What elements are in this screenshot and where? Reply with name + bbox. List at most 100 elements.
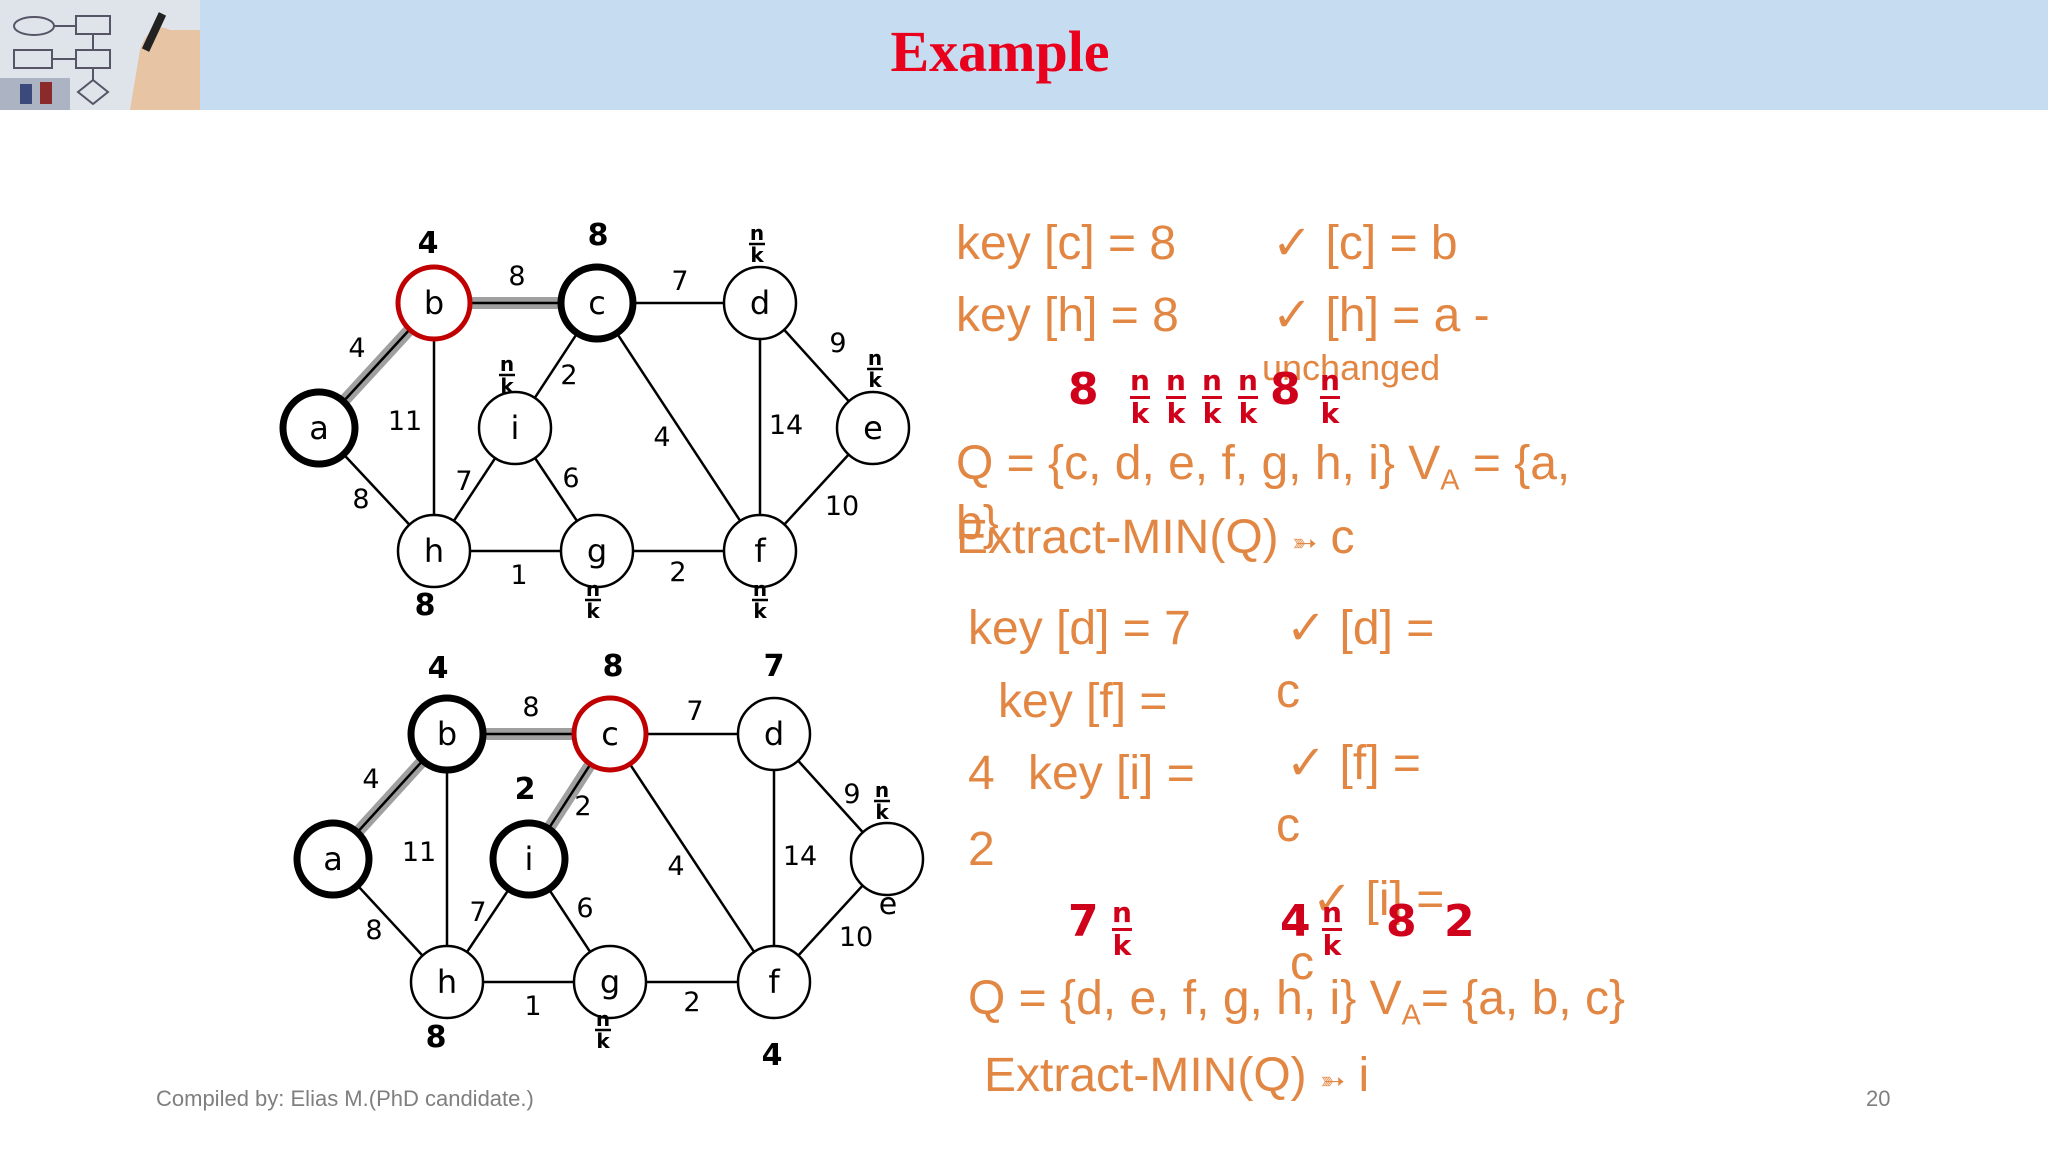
edge-weight-g-f: 2 bbox=[683, 987, 700, 1018]
arrow-icon: ➳ bbox=[1319, 1064, 1346, 1099]
edge-weight-c-i: 2 bbox=[574, 791, 591, 822]
svg-text:n: n bbox=[868, 346, 882, 370]
node-label-h: h bbox=[437, 963, 457, 1001]
step2-key-row-item-5: 2 bbox=[1444, 896, 1475, 947]
node-label-g: g bbox=[587, 532, 607, 570]
edge-weight-b-c: 8 bbox=[522, 692, 539, 723]
edge-weight-e-f: 10 bbox=[825, 491, 859, 522]
node-label-b: b bbox=[424, 284, 444, 322]
node-key-d: nk bbox=[749, 221, 765, 267]
node-label-a: a bbox=[309, 409, 329, 447]
node-key-f: 4 bbox=[762, 1038, 783, 1073]
edge-weight-c-d: 7 bbox=[686, 696, 703, 727]
step1-queue: Q = {c, d, e, f, g, h, i} VA = {a, bbox=[956, 440, 1570, 495]
step2-queue-rest: = {a, b, c} bbox=[1420, 972, 1625, 1025]
step1-key-row-item-0: 8 bbox=[1068, 364, 1099, 415]
node-label-f: f bbox=[768, 963, 780, 1001]
svg-text:n: n bbox=[875, 778, 889, 802]
header-thumbnail-image bbox=[0, 0, 200, 110]
node-g bbox=[559, 513, 635, 589]
step2-key-i-value: 2 bbox=[968, 823, 995, 876]
node-key-c: 8 bbox=[603, 649, 624, 684]
node-e bbox=[849, 821, 925, 897]
step1-queue-sub: A bbox=[1440, 464, 1460, 497]
edge-weight-d-f: 14 bbox=[783, 841, 817, 872]
node-key-e: nk bbox=[874, 778, 890, 824]
node-f bbox=[736, 944, 812, 1020]
step1-key-c: key [c] = 8 bbox=[956, 217, 1177, 270]
node-label-d: d bbox=[750, 284, 770, 322]
edge-weight-h-g: 1 bbox=[510, 560, 527, 591]
edge-c-f bbox=[595, 302, 762, 552]
footer-author: Compiled by: Elias M.(PhD candidate.) bbox=[156, 1086, 534, 1111]
node-key-g: nk bbox=[585, 577, 601, 623]
step2-pi-f: ✓ [f] = bbox=[1286, 737, 1421, 790]
step2-key-row-item-2: 4 bbox=[1280, 896, 1311, 947]
edge-weight-a-b: 4 bbox=[348, 333, 365, 364]
node-key-i: 2 bbox=[515, 772, 536, 807]
step2-queue-text: Q = {d, e, f, g, h, i} V bbox=[968, 972, 1402, 1025]
node-i bbox=[477, 390, 553, 466]
node-label-c: c bbox=[601, 715, 619, 753]
edge-weight-c-f: 4 bbox=[653, 422, 670, 453]
edge-weight-i-h: 7 bbox=[455, 466, 472, 497]
step1-key-h: key [h] = 8 bbox=[956, 289, 1179, 342]
edge-weight-d-e: 9 bbox=[829, 328, 846, 359]
node-key-i: nk bbox=[499, 352, 515, 398]
node-label-a: a bbox=[323, 840, 343, 878]
node-label-d: d bbox=[764, 715, 784, 753]
edge-weight-b-h: 11 bbox=[388, 406, 422, 437]
step1-queue-rest: = {a, bbox=[1459, 437, 1571, 490]
page-number: 20 bbox=[1866, 1086, 1891, 1111]
node-b bbox=[395, 264, 473, 342]
node-key-e: nk bbox=[867, 346, 883, 392]
edge-weight-a-b: 4 bbox=[362, 764, 379, 795]
svg-text:k: k bbox=[500, 374, 514, 398]
node-b bbox=[407, 694, 487, 774]
svg-text:n: n bbox=[596, 1007, 610, 1031]
step2-key-f: key [f] = bbox=[998, 675, 1168, 728]
edge-weight-b-c: 8 bbox=[508, 261, 525, 292]
step2-pi-i: ✓ [i] = bbox=[1312, 873, 1445, 926]
node-key-d: 7 bbox=[764, 649, 785, 684]
step2-pi-i-c: c bbox=[1290, 937, 1314, 990]
step1-queue-text: Q = {c, d, e, f, g, h, i} V bbox=[956, 437, 1441, 490]
node-i bbox=[489, 819, 569, 899]
step1-pi-c: ✓ [c] = b bbox=[1272, 217, 1458, 270]
node-label-h: h bbox=[424, 532, 444, 570]
node-c bbox=[571, 695, 649, 773]
edge-weight-i-g: 6 bbox=[562, 463, 579, 494]
node-a bbox=[279, 388, 359, 468]
edge-weight-a-h: 8 bbox=[365, 915, 382, 946]
svg-text:n: n bbox=[750, 221, 764, 245]
node-label-extra-0: e bbox=[879, 887, 897, 922]
step2-pi-d: ✓ [d] = bbox=[1286, 602, 1435, 655]
slide-title: Example bbox=[890, 19, 1110, 84]
edge-weight-c-f: 4 bbox=[667, 851, 684, 882]
svg-text:k: k bbox=[868, 368, 882, 392]
svg-text:n: n bbox=[753, 577, 767, 601]
title-bar: Example bbox=[0, 0, 2048, 110]
step2-key-f-value: 4 bbox=[968, 747, 995, 800]
step2-queue: Q = {d, e, f, g, h, i} VA= {a, b, c} bbox=[968, 975, 1625, 1030]
edge-weight-d-f: 14 bbox=[769, 410, 803, 441]
node-key-b: 4 bbox=[428, 651, 449, 686]
edge-weight-d-e: 9 bbox=[843, 779, 860, 810]
node-c bbox=[557, 263, 637, 343]
node-d bbox=[722, 265, 798, 341]
svg-text:k: k bbox=[875, 800, 889, 824]
edge-c-f bbox=[608, 733, 776, 983]
node-f bbox=[722, 513, 798, 589]
step1-pi-h: ✓ [h] = a - bbox=[1272, 289, 1490, 342]
arrow-icon: ➳ bbox=[1291, 526, 1318, 561]
step2-key-row-item-4: 8 bbox=[1386, 896, 1417, 947]
step2-pi-d-c: c bbox=[1276, 665, 1300, 718]
node-label-i: i bbox=[525, 840, 534, 878]
